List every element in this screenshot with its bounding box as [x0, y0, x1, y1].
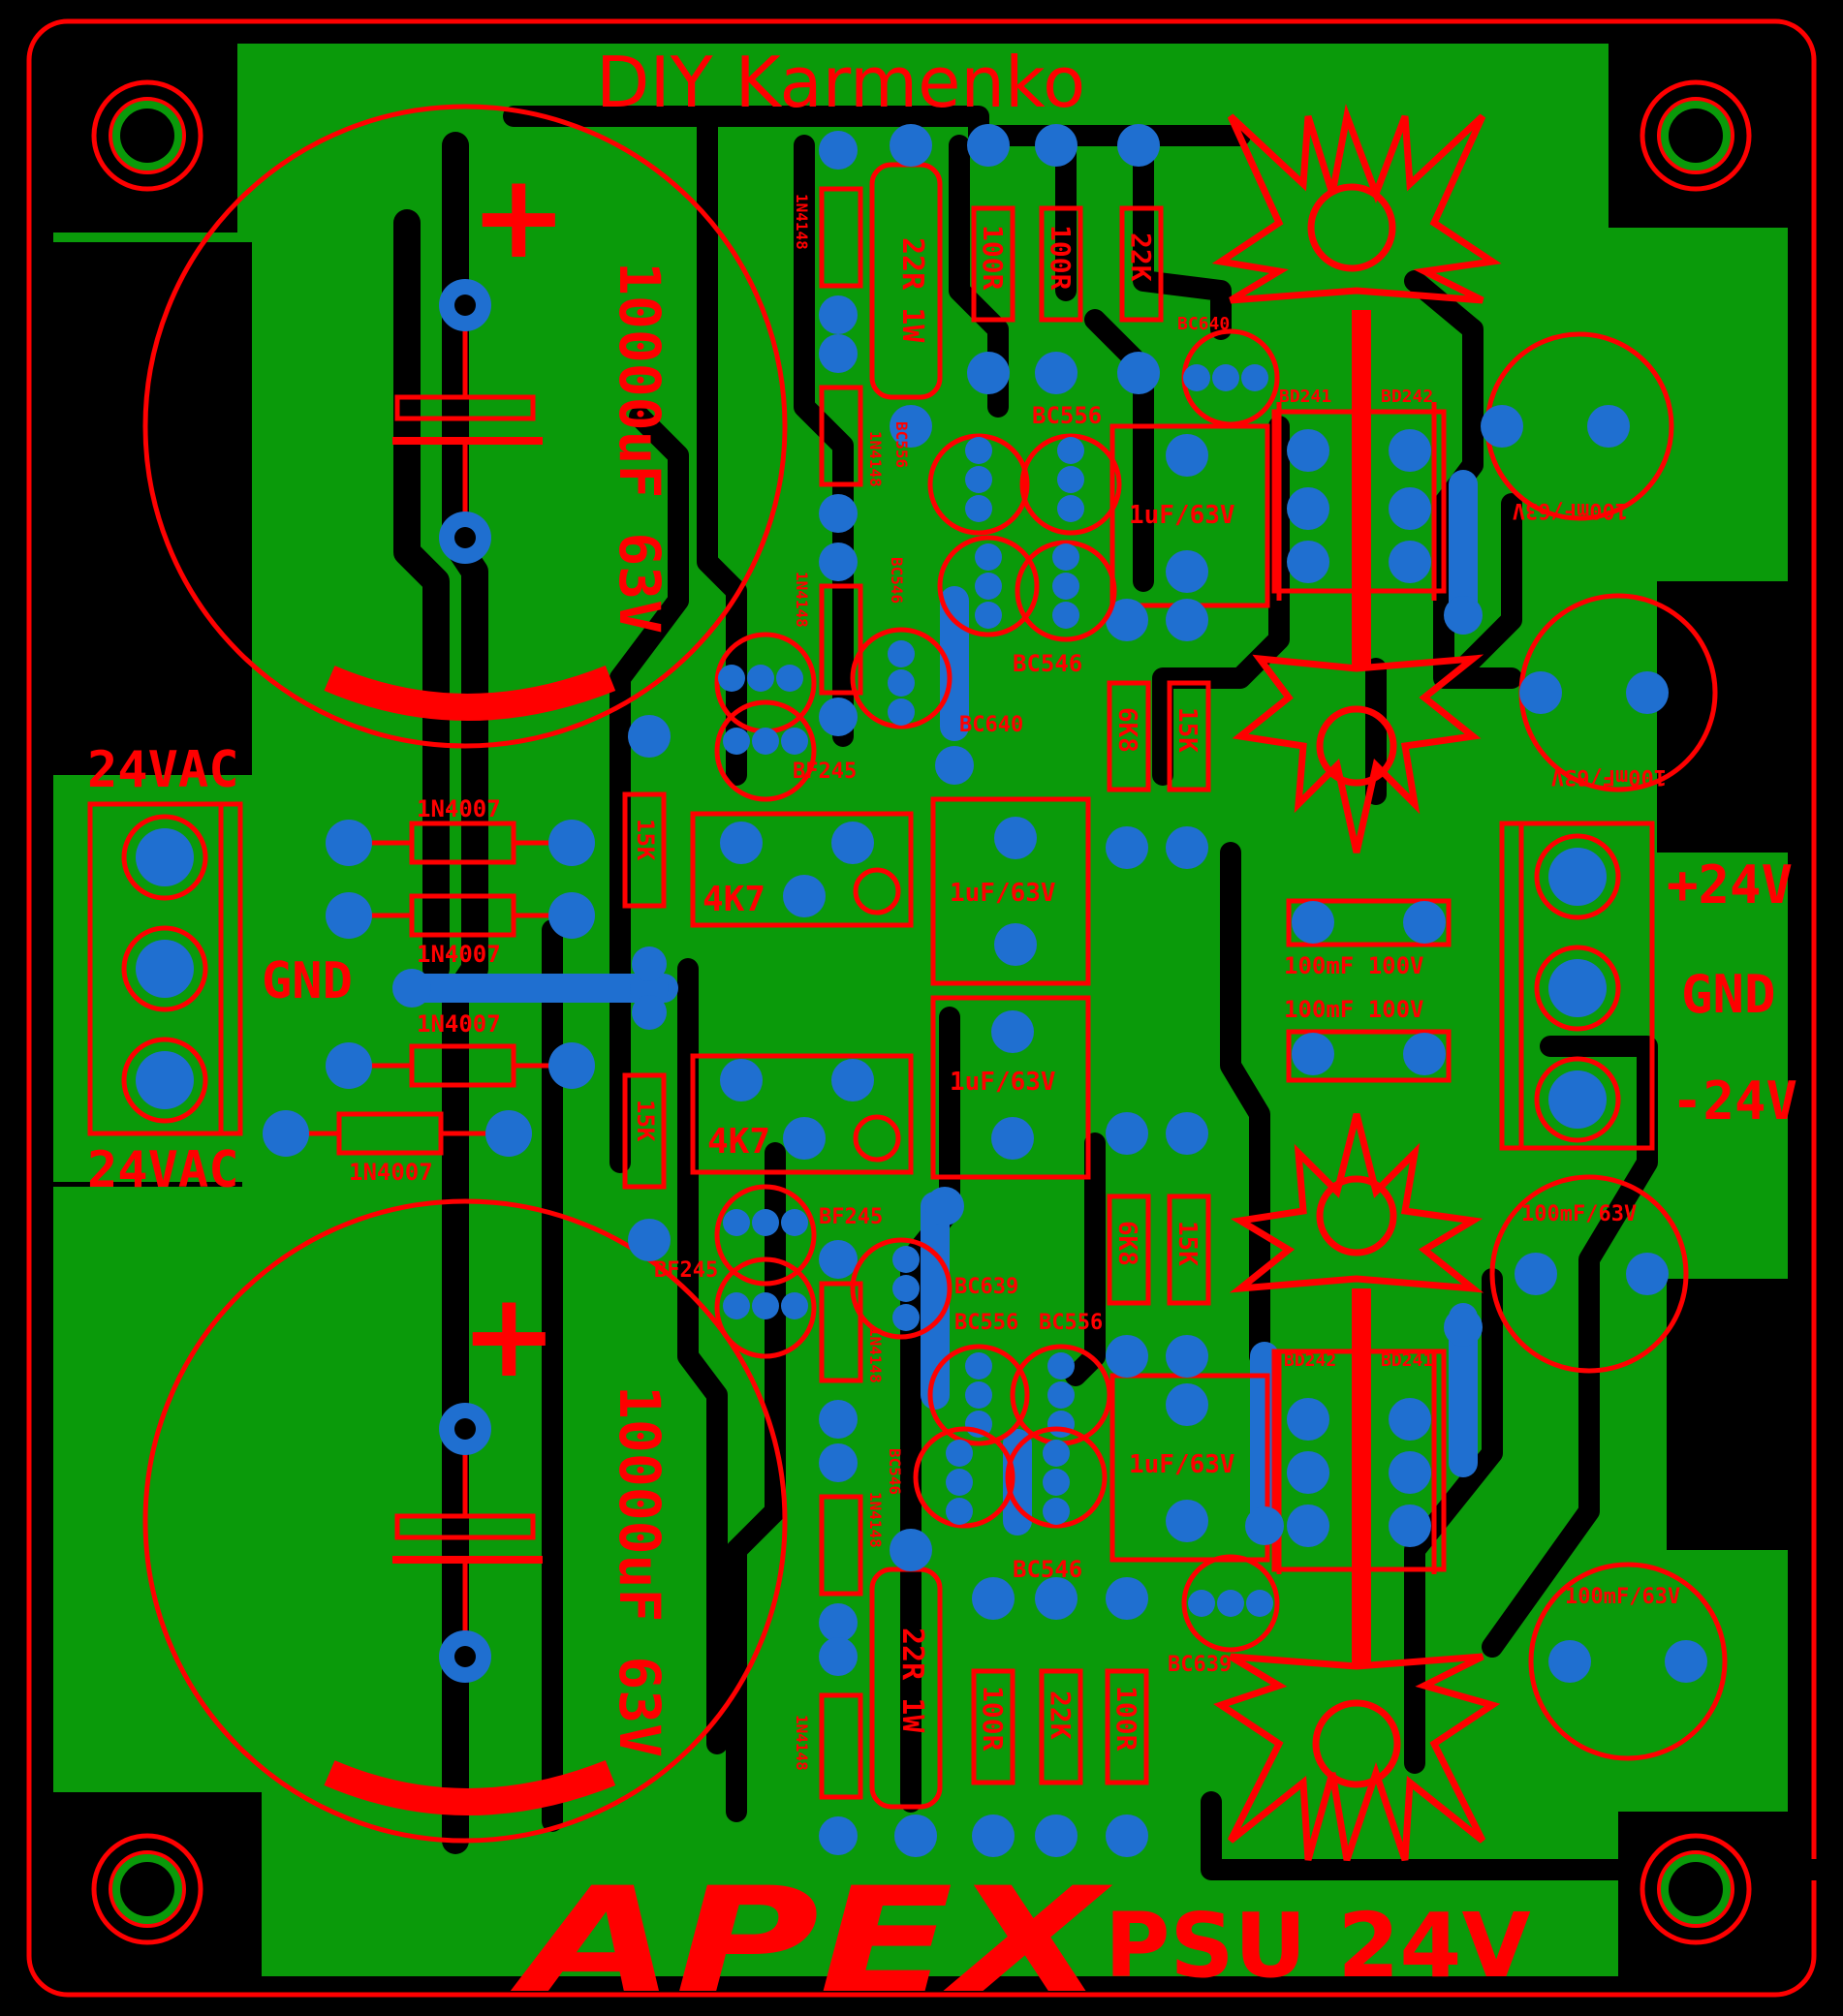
tr-bc556-b2-label: BC556 [1039, 1311, 1103, 1335]
diode-s6-label: 1N4148 [793, 1715, 811, 1771]
plus-top: + [470, 150, 568, 285]
tr-bc546-b1-label: BC546 [1013, 1556, 1082, 1583]
plus-bottom: + [460, 1269, 558, 1404]
film-cap-1-label: 100mF 100V [1284, 952, 1424, 979]
res-100r-b2-label: 100R [1110, 1686, 1142, 1752]
output-terminal-block [1499, 821, 1655, 1151]
tr-bc639-bot-label: BC639 [1168, 1653, 1232, 1677]
label-out-neg: -24V [1671, 1070, 1797, 1132]
heatsink-star-mid2 [1229, 1113, 1484, 1293]
out-cap-3-label: 100mF/63V [1521, 1202, 1637, 1226]
trimmers [690, 811, 914, 1175]
film-capacitors-100v [1286, 898, 1452, 1083]
trimmer-1-label: 4K7 [703, 880, 765, 919]
power-transistors-top [1271, 402, 1447, 601]
board-subtitle: PSU 24V [1105, 1894, 1531, 1998]
input-terminal-block [87, 801, 243, 1136]
big-capacitor-bottom [142, 1198, 788, 1844]
diode-d3-label: 1N4007 [417, 1010, 501, 1038]
cap-1uf-4-label: 1uF/63V [1129, 1450, 1235, 1479]
diode-s1-label: 1N4148 [793, 194, 811, 250]
out-cap-2-label: 100mF/63V [1551, 764, 1667, 789]
res-100r-t2-label: 100R [1045, 225, 1077, 291]
res-6k8-t-label: 6K8 [1112, 707, 1141, 753]
res-22r-top-label: 22R 1W [895, 237, 929, 343]
misc-pads [925, 596, 1483, 1545]
tr-bc556-t1-label: BC556 [1032, 402, 1102, 429]
out-cap-1-label: 100mF/63V [1513, 498, 1628, 522]
label-out-gnd: GND [1681, 964, 1776, 1025]
heatsink-star-mid1 [1232, 654, 1484, 853]
res-15k-t-label: 15K [1172, 707, 1202, 753]
board-outline [26, 18, 1817, 1998]
tr-bc556-t2-label: BC556 [892, 421, 911, 468]
tr-bf245-b1-label: BF245 [819, 1205, 883, 1229]
tr-bd241-top-label: BD241 [1279, 387, 1331, 407]
bridge-diodes [263, 820, 669, 1157]
cap-1uf-2-label: 1uF/63V [950, 879, 1056, 908]
board-title-top: DIY Karmenko [596, 42, 1085, 123]
tr-bc556-b1-label: BC556 [954, 1311, 1018, 1335]
res-100r-b1-label: 100R [977, 1686, 1009, 1752]
tr-bc640-top-label: BC640 [1177, 314, 1230, 334]
big-cap-top-label: 10000uF 63V [607, 262, 672, 634]
res-15k-b-label: 15K [632, 1100, 659, 1142]
diode-d2-label: 1N4007 [417, 941, 501, 968]
big-cap-bottom-label: 10000uF 63V [607, 1385, 672, 1757]
small-transistors [714, 328, 1280, 1653]
label-24vac-bottom: 24VAC [87, 1141, 239, 1199]
big-capacitor-top [142, 104, 788, 749]
diode-s2-label: 1N4148 [866, 431, 885, 487]
res-6k8-b-label: 6K8 [1112, 1221, 1141, 1266]
tr-bf245-b2-label: BF245 [654, 1258, 718, 1283]
res-15k-a-label: 15K [632, 819, 659, 861]
diode-s3-label: 1N4148 [793, 572, 811, 628]
cap-1uf-3-label: 1uF/63V [950, 1068, 1056, 1097]
tr-bd241-bot-label: BD241 [1381, 1350, 1433, 1371]
heatsink-star-bottom [1213, 1653, 1501, 1862]
brand-logo: APEX [510, 1857, 1112, 2016]
res-100r-t1-label: 100R [977, 225, 1009, 291]
tr-bd242-top-label: BD242 [1381, 387, 1433, 407]
tr-bc639-mid-label: BC639 [954, 1275, 1018, 1299]
heatsink-star-top [1211, 104, 1502, 304]
tr-bc640-mid-label: BC640 [959, 713, 1023, 737]
mounting-holes [91, 79, 1752, 1945]
label-out-pos: +24V [1667, 854, 1793, 915]
trimmer-2-label: 4K7 [707, 1122, 770, 1162]
label-gnd-in: GND [262, 952, 353, 1010]
tr-bc546-b2-label: BC546 [886, 1448, 904, 1495]
tr-bc546-t1-label: BC546 [1013, 650, 1082, 677]
res-22k-b-label: 22K [1045, 1690, 1077, 1740]
out-cap-4-label: 100mF/63V [1565, 1585, 1680, 1609]
res-22r-bot-label: 22R 1W [895, 1628, 929, 1733]
diode-s4-label: 1N4148 [866, 1327, 885, 1383]
label-24vac-top: 24VAC [87, 741, 239, 799]
tr-bc546-t2-label: BC546 [888, 557, 906, 604]
film-cap-2-label: 100mF 100V [1284, 996, 1424, 1023]
output-electrolytics [1481, 331, 1728, 1761]
res-15k-bb-label: 15K [1172, 1221, 1202, 1266]
diode-d4-label: 1N4007 [349, 1159, 433, 1186]
cap-1uf-1-label: 1uF/63V [1129, 501, 1235, 530]
tr-bd242-bot-label: BD242 [1284, 1350, 1336, 1371]
diode-d1-label: 1N4007 [417, 795, 501, 822]
tr-bf245-t-label: BF245 [793, 760, 857, 784]
resistors [622, 124, 1211, 1857]
small-diodes [819, 131, 863, 1855]
diode-s5-label: 1N4148 [866, 1492, 885, 1548]
res-22k-t-label: 22K [1125, 233, 1157, 282]
